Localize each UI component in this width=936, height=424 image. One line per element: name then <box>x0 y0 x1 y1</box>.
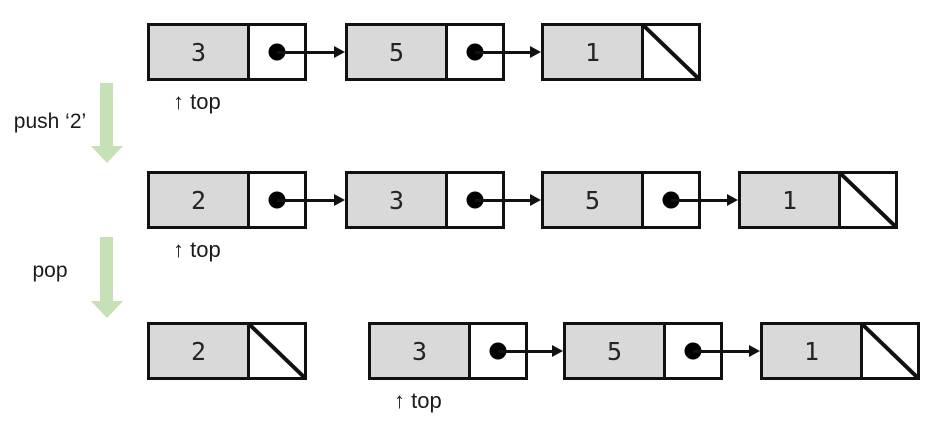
next-pointer-arrow-line <box>498 349 554 353</box>
node-value: 2 <box>150 325 250 377</box>
top-pointer-label: ↑ top <box>173 89 221 114</box>
null-pointer-icon <box>841 174 895 226</box>
node-value: 1 <box>741 174 841 226</box>
list-node-detached: 2 <box>147 322 307 380</box>
operation-arrow-head <box>90 146 123 163</box>
node-value: 5 <box>348 26 448 78</box>
next-pointer-arrow-line <box>475 50 532 54</box>
operation-label: pop <box>32 259 68 282</box>
top-pointer-label: ↑ top <box>173 237 221 262</box>
node-value: 5 <box>544 174 644 226</box>
next-pointer-arrowhead <box>334 46 345 58</box>
null-pointer-icon <box>863 325 917 377</box>
next-pointer-arrow-line <box>277 198 336 202</box>
operation-arrow-head <box>90 301 123 318</box>
node-pointer-cell <box>250 325 304 377</box>
operation-label: push ‘2’ <box>13 110 87 133</box>
list-node: 1 <box>541 23 701 81</box>
next-pointer-arrowhead <box>334 194 345 206</box>
operation-arrow-shaft <box>100 83 113 146</box>
node-value: 3 <box>150 26 250 78</box>
next-pointer-arrow-line <box>693 349 751 353</box>
next-pointer-arrow-line <box>475 198 532 202</box>
node-value: 3 <box>348 174 448 226</box>
node-value: 1 <box>763 325 863 377</box>
operation-arrow-shaft <box>100 237 113 301</box>
null-pointer-icon <box>644 26 698 78</box>
node-value: 3 <box>371 325 471 377</box>
next-pointer-arrowhead <box>552 345 563 357</box>
next-pointer-arrow-line <box>277 50 336 54</box>
node-value: 2 <box>150 174 250 226</box>
node-pointer-cell <box>644 26 698 78</box>
null-pointer-icon <box>250 325 304 377</box>
node-value: 1 <box>544 26 644 78</box>
node-value: 5 <box>566 325 666 377</box>
next-pointer-arrow-line <box>671 198 729 202</box>
next-pointer-arrowhead <box>530 194 541 206</box>
top-pointer-label: ↑ top <box>394 388 442 413</box>
next-pointer-arrowhead <box>530 46 541 58</box>
node-pointer-cell <box>841 174 895 226</box>
next-pointer-arrowhead <box>749 345 760 357</box>
list-node: 5 <box>541 171 701 229</box>
next-pointer-arrowhead <box>727 194 738 206</box>
list-node: 1 <box>738 171 898 229</box>
node-pointer-cell <box>863 325 917 377</box>
list-node: 1 <box>760 322 920 380</box>
